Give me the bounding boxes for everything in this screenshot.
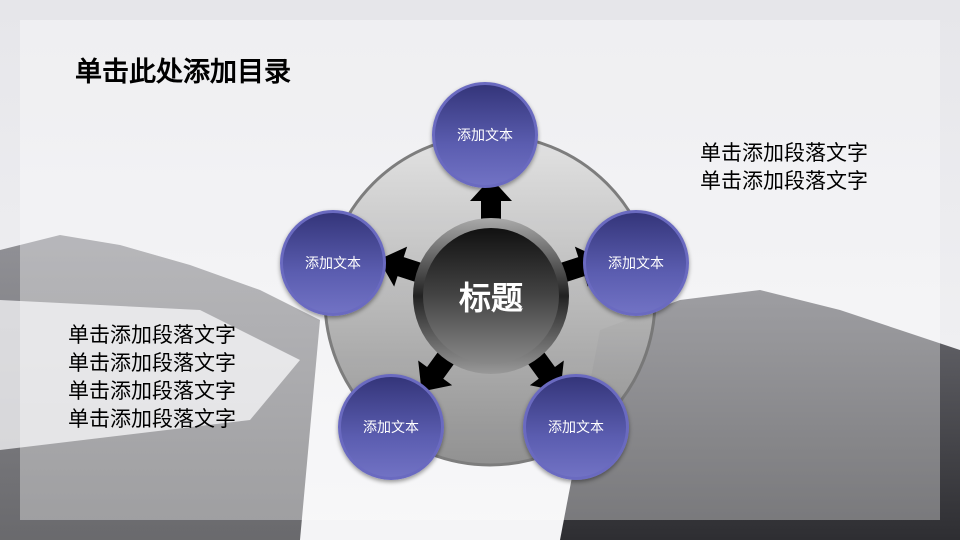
paragraph-line: 单击添加段落文字 [68, 379, 236, 403]
right-paragraph[interactable]: 单击添加段落文字 单击添加段落文字 [700, 139, 868, 195]
paragraph-line: 单击添加段落文字 [68, 351, 236, 375]
node-right[interactable]: 添加文本 [583, 210, 689, 316]
arrow-icon [470, 178, 512, 226]
paragraph-line: 单击添加段落文字 [68, 323, 236, 347]
left-paragraph[interactable]: 单击添加段落文字 单击添加段落文字 单击添加段落文字 单击添加段落文字 [68, 321, 236, 433]
node-left[interactable]: 添加文本 [280, 210, 386, 316]
node-bottom-right[interactable]: 添加文本 [523, 374, 629, 480]
paragraph-line: 单击添加段落文字 [68, 407, 236, 431]
node-top[interactable]: 添加文本 [432, 82, 538, 188]
center-node[interactable]: 标题 [413, 218, 569, 374]
paragraph-line: 单击添加段落文字 [700, 141, 868, 165]
center-label: 标题 [423, 228, 559, 364]
node-bottom-left[interactable]: 添加文本 [338, 374, 444, 480]
slide-title[interactable]: 单击此处添加目录 [75, 57, 291, 88]
paragraph-line: 单击添加段落文字 [700, 169, 868, 193]
